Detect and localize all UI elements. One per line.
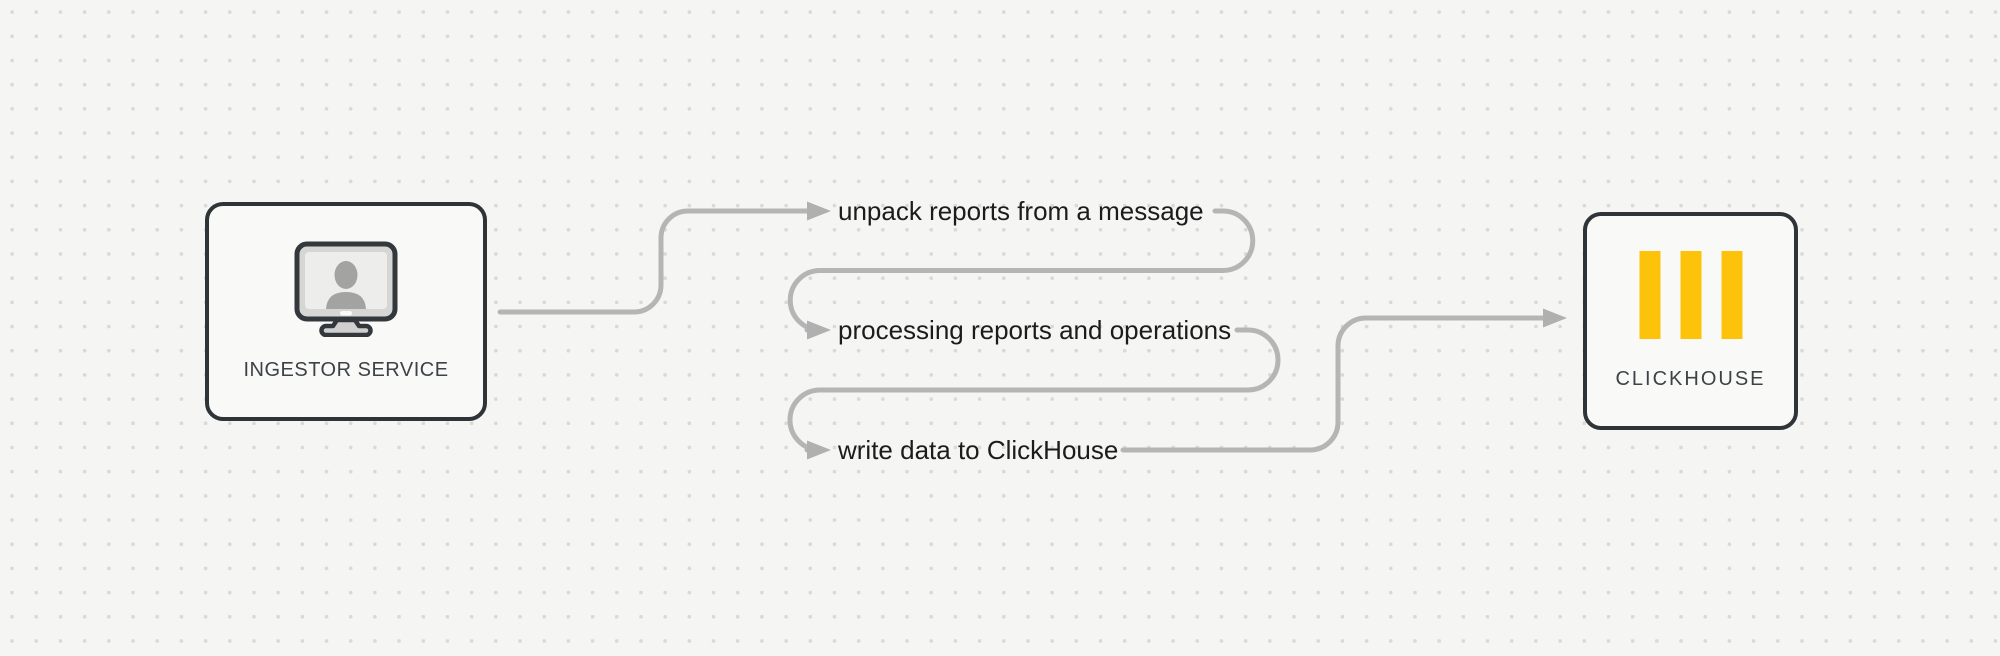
arrowhead-step2-icon bbox=[807, 320, 831, 340]
monitor-user-icon bbox=[294, 241, 398, 337]
arrowhead-step3-icon bbox=[807, 440, 831, 460]
clickhouse-node: CLICKHOUSE bbox=[1583, 212, 1798, 430]
arrowhead-clickhouse-icon bbox=[1543, 308, 1567, 328]
connector-ingestor-to-step1 bbox=[497, 208, 810, 315]
step-label-3: write data to ClickHouse bbox=[837, 435, 1118, 465]
connector-step1-to-step2 bbox=[787, 208, 1256, 333]
step-label-2: processing reports and operations bbox=[838, 315, 1231, 345]
step-label-1: unpack reports from a message bbox=[838, 196, 1204, 226]
clickhouse-bars-icon bbox=[1639, 251, 1742, 339]
clickhouse-label: CLICKHOUSE bbox=[1615, 368, 1766, 390]
arrowhead-step1-icon bbox=[807, 201, 831, 221]
ingestor-service-label: INGESTOR SERVICE bbox=[243, 359, 449, 381]
connector-step2-to-step3 bbox=[787, 327, 1281, 453]
connector-step3-to-clickhouse bbox=[1120, 315, 1546, 453]
ingestor-service-node: INGESTOR SERVICE bbox=[205, 202, 487, 421]
